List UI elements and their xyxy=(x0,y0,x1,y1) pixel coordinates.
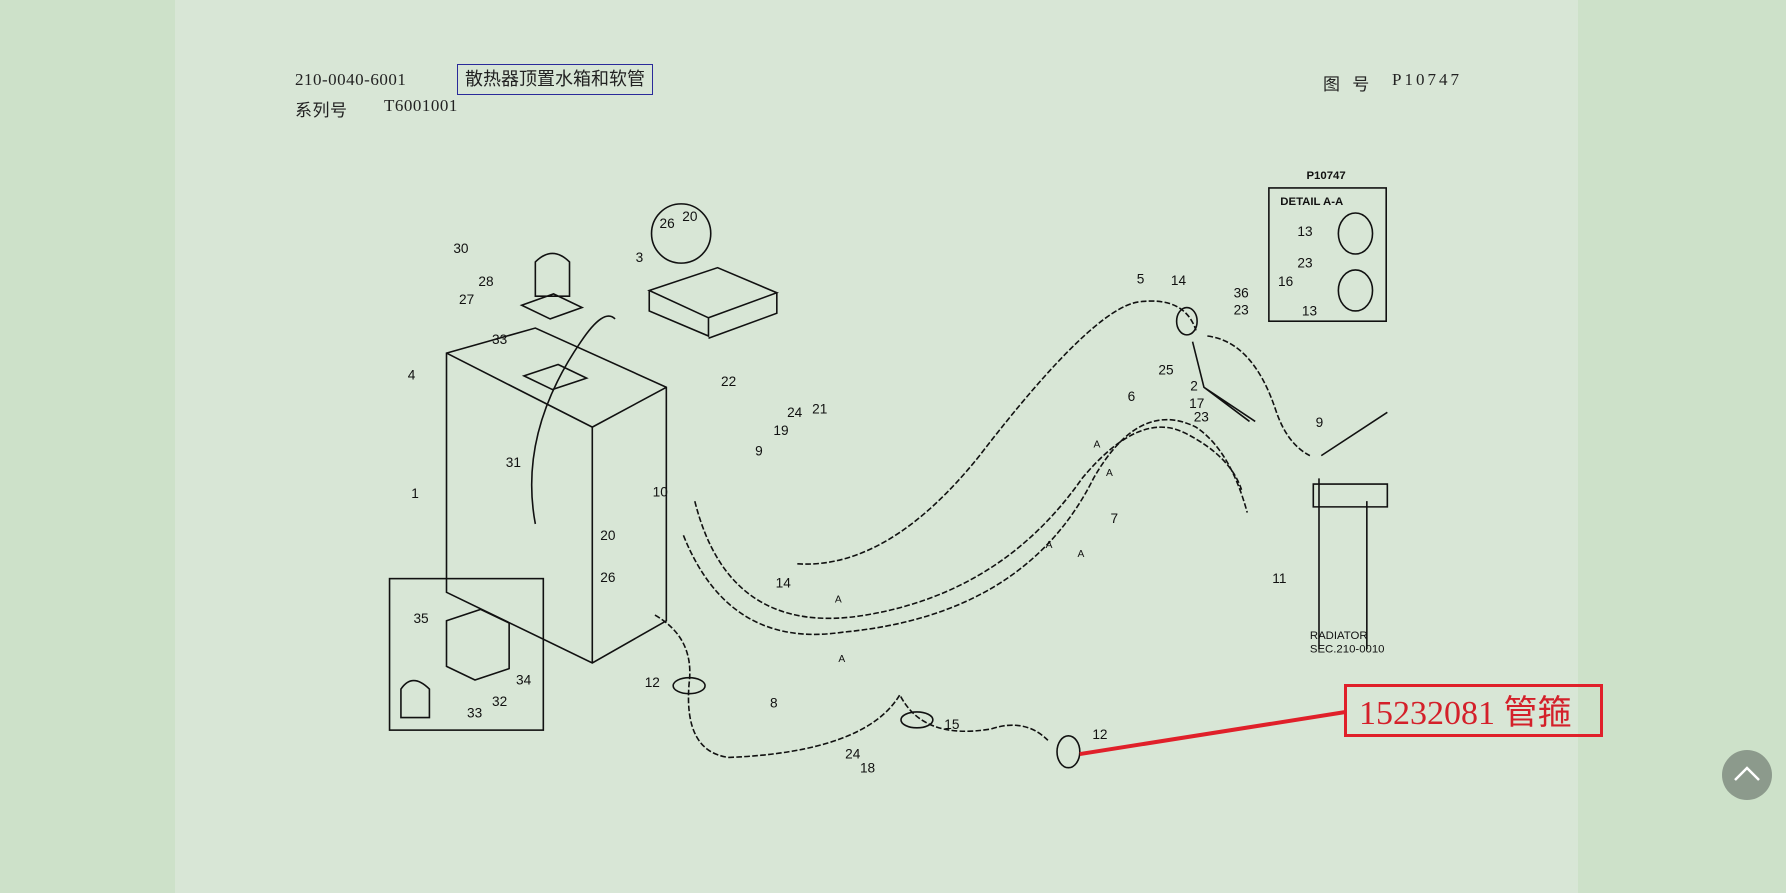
callout-label: 9 xyxy=(755,444,763,459)
callout-label: 23 xyxy=(1234,302,1249,317)
figure-id: P10747 xyxy=(1306,170,1345,182)
section-marker: A xyxy=(1106,468,1113,479)
callout-label: 35 xyxy=(413,611,429,626)
callout-label: 34 xyxy=(516,673,532,688)
callout-label: 15 xyxy=(944,717,960,732)
callout-label: 14 xyxy=(1171,273,1187,288)
callout-label: 21 xyxy=(812,401,827,416)
callout-label: 24 xyxy=(787,405,803,420)
page-title: 散热器顶置水箱和软管 xyxy=(457,64,653,95)
part-annotation: 15232081 管箍 xyxy=(1344,684,1603,737)
callout-label: 19 xyxy=(773,423,788,438)
detail-callout: 23 xyxy=(1297,256,1312,271)
detail-callout: 16 xyxy=(1278,274,1293,289)
callout-label: 8 xyxy=(770,695,778,710)
section-marker: A xyxy=(1093,440,1100,451)
callout-label: 10 xyxy=(653,485,669,500)
radiator-section: SEC.210-0010 xyxy=(1310,644,1385,656)
section-marker: A xyxy=(1078,549,1085,560)
callout-label: 3 xyxy=(636,250,644,265)
callout-label: 12 xyxy=(645,675,660,690)
scroll-to-top-button[interactable] xyxy=(1722,750,1772,800)
diagram-linework xyxy=(388,187,1389,769)
callout-label: 26 xyxy=(600,570,615,585)
callout-labels: 30 28 27 33 4 1 31 3 26 20 22 24 21 19 9… xyxy=(408,170,1385,775)
callout-label: 18 xyxy=(860,760,875,775)
callout-label: 31 xyxy=(506,455,521,470)
callout-label: 25 xyxy=(1158,363,1174,378)
callout-label: 20 xyxy=(600,528,616,543)
callout-label: 26 xyxy=(659,216,674,231)
callout-label: 11 xyxy=(1272,571,1286,586)
callout-label: 28 xyxy=(478,274,493,289)
callout-label: 33 xyxy=(492,332,507,347)
callout-label: 14 xyxy=(776,576,792,591)
callout-label: 23 xyxy=(1194,409,1209,424)
section-marker: A xyxy=(838,654,845,665)
callout-label: 6 xyxy=(1128,389,1136,404)
detail-callout: 13 xyxy=(1297,224,1312,239)
callout-label: 7 xyxy=(1111,511,1119,526)
chevron-up-icon xyxy=(1734,766,1760,781)
document-page xyxy=(175,0,1578,893)
section-marker: A xyxy=(835,595,842,606)
detail-title: DETAIL A-A xyxy=(1280,196,1343,208)
callout-label: 27 xyxy=(459,292,474,307)
callout-label: 24 xyxy=(845,747,861,762)
callout-label: 36 xyxy=(1234,285,1249,300)
callout-label: 33 xyxy=(467,706,482,721)
callout-label: 9 xyxy=(1316,415,1324,430)
series-label: 系列号 xyxy=(295,101,348,120)
callout-label: 1 xyxy=(411,486,419,501)
figure-value: P10747 xyxy=(1392,70,1462,89)
radiator-label: RADIATOR xyxy=(1310,630,1368,642)
callout-label: 5 xyxy=(1137,272,1145,287)
callout-label: 12 xyxy=(1092,727,1107,742)
doc-number: 210-0040-6001 xyxy=(295,70,407,89)
detail-callout: 13 xyxy=(1302,304,1317,319)
callout-label: 2 xyxy=(1190,379,1198,394)
figure-label: 图 号 xyxy=(1323,75,1374,94)
callout-label: 32 xyxy=(492,694,507,709)
callout-label: 30 xyxy=(453,241,469,256)
callout-label: 20 xyxy=(682,209,698,224)
callout-label: 22 xyxy=(721,374,736,389)
section-marker: A xyxy=(1046,540,1053,551)
callout-label: 4 xyxy=(408,367,416,382)
callout-label: 17 xyxy=(1189,396,1204,411)
series-value: T6001001 xyxy=(384,96,458,115)
